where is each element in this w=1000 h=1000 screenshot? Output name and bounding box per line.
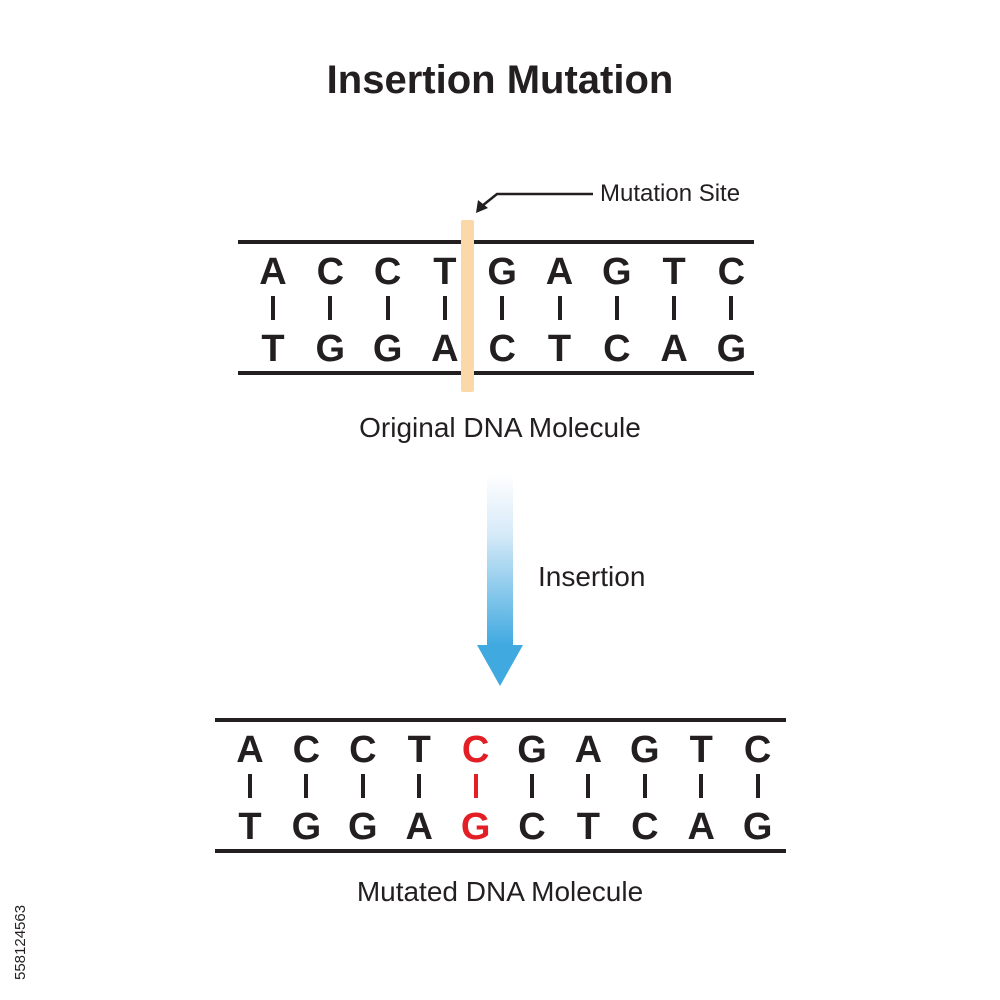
original-bottom-base-1: G bbox=[315, 328, 346, 370]
mutated-top-base-0: A bbox=[236, 729, 264, 771]
mutated-bottom-base-3: A bbox=[405, 806, 433, 848]
original-bottom-base-4: C bbox=[488, 328, 516, 370]
original-top-base-6: G bbox=[602, 251, 632, 293]
original-top-base-2: C bbox=[373, 251, 402, 293]
original-hydrogen-bond-2 bbox=[385, 296, 390, 320]
mutation-site-label: Mutation Site bbox=[600, 180, 741, 207]
mutated-hydrogen-bond-7 bbox=[642, 774, 647, 798]
mutated-hydrogen-bond-9 bbox=[755, 774, 760, 798]
mutated-bottom-backbone bbox=[215, 849, 786, 853]
mutation-site-highlight bbox=[461, 220, 474, 392]
original-top-base-5: A bbox=[545, 251, 574, 293]
original-hydrogen-bond-5 bbox=[557, 296, 562, 320]
mutated-bottom-base-1: G bbox=[291, 806, 322, 848]
stock-id: 558124563 bbox=[12, 904, 29, 980]
original-hydrogen-bond-3 bbox=[442, 296, 447, 320]
original-top-base-1: C bbox=[316, 251, 345, 293]
mutated-bottom-base-8: A bbox=[687, 806, 715, 848]
original-hydrogen-bond-0 bbox=[271, 296, 275, 320]
original-hydrogen-bond-6 bbox=[614, 296, 619, 320]
mutated-top-base-7: G bbox=[630, 729, 660, 771]
diagram-title: Insertion Mutation bbox=[326, 58, 674, 102]
original-caption: Original DNA Molecule bbox=[359, 412, 641, 443]
original-hydrogen-bond-8 bbox=[729, 296, 734, 320]
original-bottom-base-8: G bbox=[716, 328, 747, 370]
original-hydrogen-bond-7 bbox=[672, 296, 677, 320]
original-hydrogen-bond-4 bbox=[500, 296, 505, 320]
mutated-caption: Mutated DNA Molecule bbox=[356, 876, 644, 907]
mutated-bottom-base-4: G bbox=[460, 806, 491, 848]
original-top-base-0: A bbox=[259, 251, 287, 293]
mutated-hydrogen-bond-6 bbox=[586, 774, 591, 798]
original-bottom-backbone bbox=[238, 371, 754, 375]
original-hydrogen-bond-1 bbox=[328, 296, 333, 320]
original-bottom-base-6: C bbox=[603, 328, 631, 370]
original-bottom-base-7: A bbox=[660, 328, 688, 370]
mutated-hydrogen-bond-1 bbox=[304, 774, 309, 798]
mutated-bottom-base-7: C bbox=[631, 806, 659, 848]
mutated-top-base-5: G bbox=[517, 729, 547, 771]
mutated-hydrogen-bond-8 bbox=[699, 774, 704, 798]
mutated-bottom-base-6: T bbox=[576, 806, 600, 848]
mutated-top-base-2: C bbox=[349, 729, 377, 771]
original-top-base-4: G bbox=[487, 251, 517, 293]
original-top-base-7: T bbox=[662, 251, 686, 293]
mutated-top-base-9: C bbox=[743, 729, 772, 771]
original-top-base-8: C bbox=[717, 251, 746, 293]
mutated-hydrogen-bond-4 bbox=[473, 774, 478, 798]
mutated-top-base-6: A bbox=[574, 729, 603, 771]
original-top-backbone bbox=[238, 240, 754, 244]
original-bottom-base-3: A bbox=[431, 328, 459, 370]
mutated-top-backbone bbox=[215, 718, 786, 722]
mutated-hydrogen-bond-5 bbox=[530, 774, 534, 798]
mutated-bottom-base-5: C bbox=[518, 806, 546, 848]
mutated-hydrogen-bond-0 bbox=[248, 774, 252, 798]
original-bottom-base-2: G bbox=[372, 328, 403, 370]
mutated-top-base-3: T bbox=[407, 729, 431, 771]
mutated-bottom-base-0: T bbox=[238, 806, 262, 848]
original-bottom-base-0: T bbox=[261, 328, 285, 370]
mutated-bottom-base-2: G bbox=[348, 806, 378, 848]
mutated-hydrogen-bond-2 bbox=[360, 774, 365, 798]
mutated-top-base-4: C bbox=[461, 729, 490, 771]
mutated-bottom-base-9: G bbox=[742, 806, 773, 848]
original-top-base-3: T bbox=[433, 251, 457, 293]
mutated-top-base-8: T bbox=[689, 729, 713, 771]
mutated-hydrogen-bond-3 bbox=[417, 774, 422, 798]
insertion-label: Insertion bbox=[538, 561, 646, 592]
mutated-top-base-1: C bbox=[292, 729, 321, 771]
original-bottom-base-5: T bbox=[547, 328, 572, 370]
